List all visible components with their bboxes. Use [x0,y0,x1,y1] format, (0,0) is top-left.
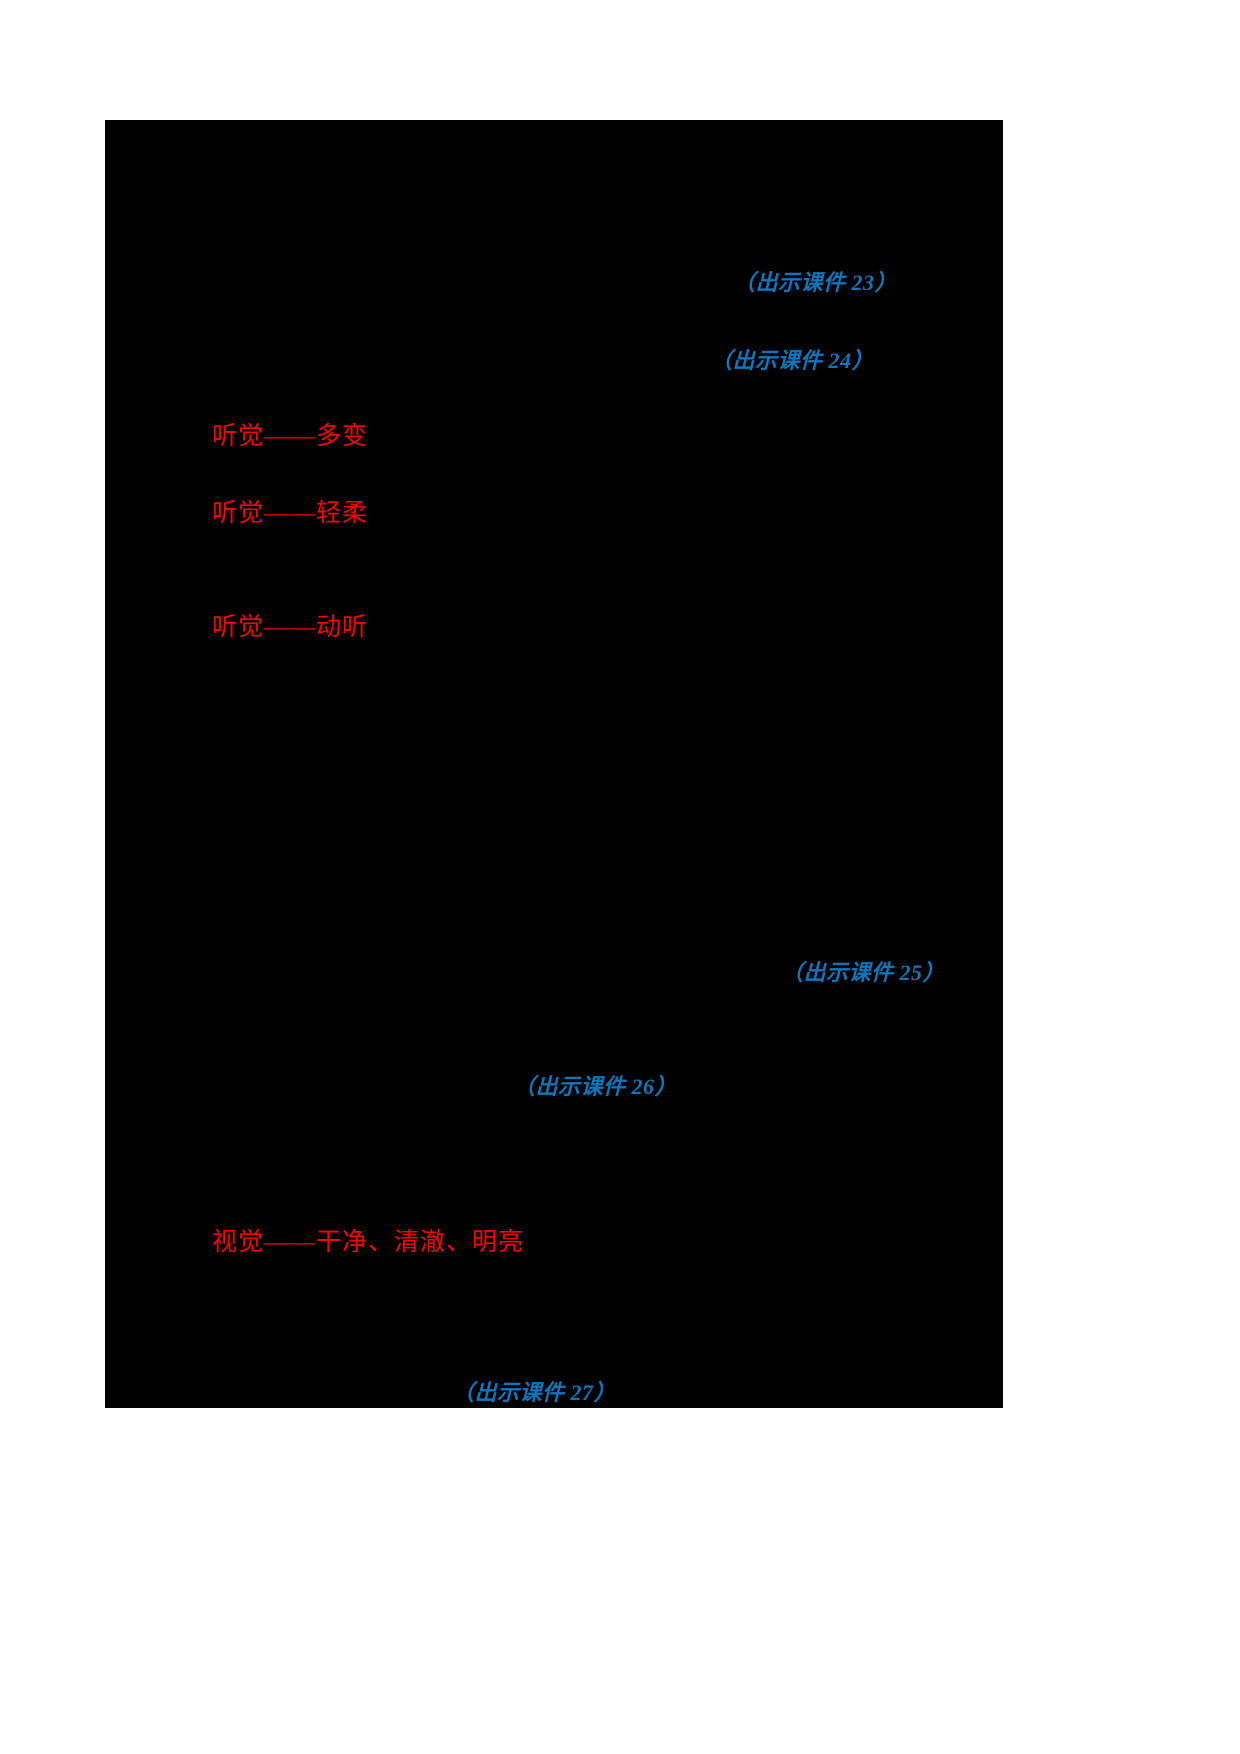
sense-note-hearing-gentle: 听觉——轻柔 [212,500,369,527]
courseware-cue-23: （出示课件 23） [733,270,898,295]
courseware-cue-27: （出示课件 27） [452,1380,617,1405]
sense-note-sight-clean-clear-bright: 视觉——干净、清澈、明亮 [212,1229,525,1256]
courseware-cue-26: （出示课件 26） [513,1074,678,1099]
redacted-document-body [105,120,1003,1408]
sense-note-hearing-varied: 听觉——多变 [212,423,369,450]
courseware-cue-25: （出示课件 25） [781,960,946,985]
sense-note-hearing-melodious: 听觉——动听 [212,614,369,641]
courseware-cue-24: （出示课件 24） [710,348,875,373]
